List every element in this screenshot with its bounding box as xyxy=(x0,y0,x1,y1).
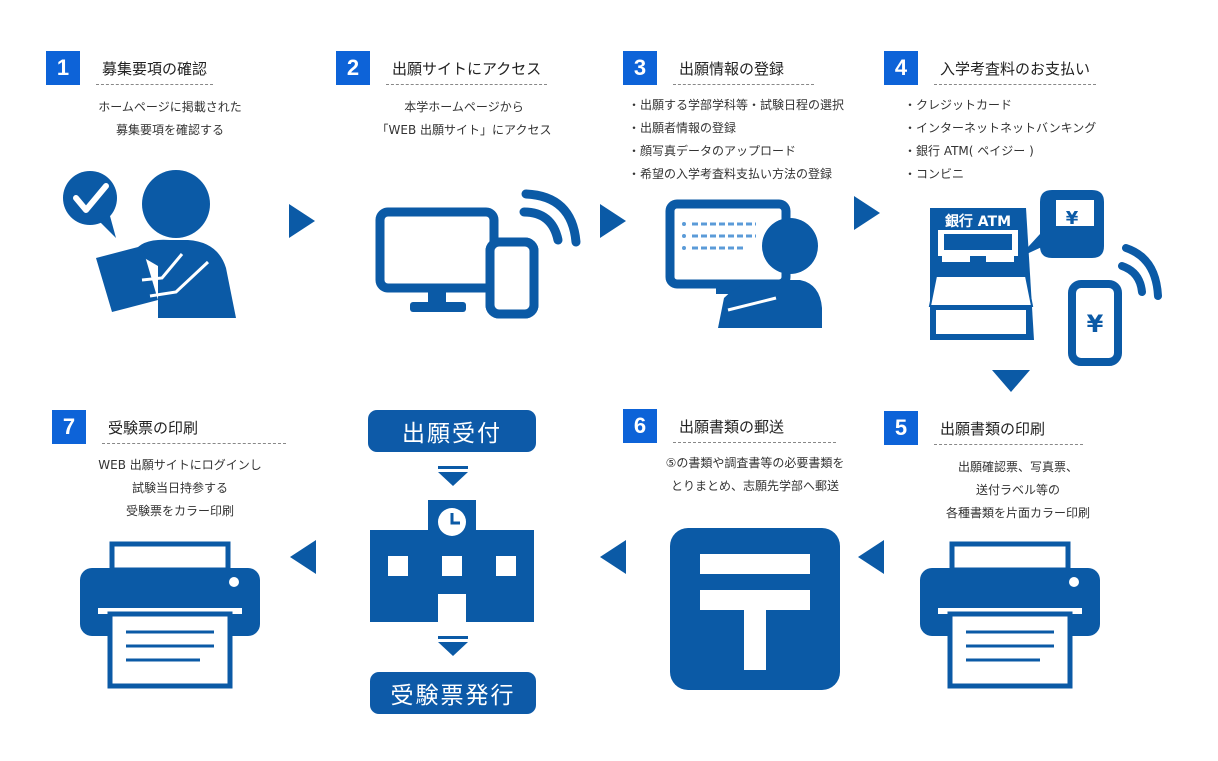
description-line: ホームページに掲載された xyxy=(98,100,242,114)
arrow-left-icon xyxy=(600,540,626,574)
description-line: ・クレジットカード xyxy=(904,98,1013,112)
arrow-left-icon xyxy=(290,540,316,574)
description-line: ・コンビニ xyxy=(904,167,965,181)
arrow-down-icon xyxy=(438,466,468,486)
exam-ticket-issued-label: 受験票発行 xyxy=(370,672,536,714)
step-number-badge: 4 xyxy=(884,51,918,85)
description-line: 各種書類を片面カラー印刷 xyxy=(945,506,1090,520)
step-4-description: ・クレジットカード ・インターネットネットバンキング ・銀行 ATM( ペイジー… xyxy=(904,94,1096,186)
description-line: 「WEB 出願サイト」にアクセス xyxy=(376,123,552,137)
check-icon xyxy=(73,183,109,213)
arrow-right-icon xyxy=(854,196,880,230)
description-line: 受験票をカラー印刷 xyxy=(125,504,234,518)
description-line: 本学ホームページから xyxy=(404,100,524,114)
svg-text:¥: ¥ xyxy=(1066,208,1079,229)
step-title: 入学考査料のお支払い xyxy=(934,58,1097,85)
svg-text:¥: ¥ xyxy=(1087,310,1104,338)
step-number-badge: 5 xyxy=(884,411,918,445)
printer-icon xyxy=(80,541,260,689)
atm-icon: 銀行 ATM ¥ ¥ xyxy=(928,190,1162,366)
step-number-badge: 2 xyxy=(336,51,370,85)
post-office-icon xyxy=(670,528,840,690)
description-line: 送付ラベル等の xyxy=(975,483,1060,497)
description-line: ・銀行 ATM( ペイジー ) xyxy=(904,144,1034,158)
step-2-description: 本学ホームページから 「WEB 出願サイト」にアクセス xyxy=(364,96,564,142)
description-line: ⑤の書類や調査書等の必要書類を xyxy=(665,456,845,470)
description-line: ・顔写真データのアップロード xyxy=(628,144,797,158)
description-line: ・インターネットネットバンキング xyxy=(904,121,1097,135)
step-title: 出願書類の印刷 xyxy=(934,418,1084,445)
description-line: ・出願する学部学科等・試験日程の選択 xyxy=(628,98,845,112)
monitor-icon xyxy=(375,207,499,293)
step-2-header: 2 出願サイトにアクセス xyxy=(336,51,548,85)
step-number-badge: 7 xyxy=(52,410,86,444)
printer-icon xyxy=(920,541,1100,689)
step-6-description: ⑤の書類や調査書等の必要書類を とりまとめ、志願先学部へ郵送 xyxy=(640,452,870,498)
school-building-icon xyxy=(370,500,534,622)
arrow-down-icon xyxy=(438,636,468,656)
step-5-description: 出願確認票、写真票、 送付ラベル等の 各種書類を片面カラー印刷 xyxy=(908,456,1128,525)
description-line: ・希望の入学考査料支払い方法の登録 xyxy=(628,167,833,181)
arrow-left-icon xyxy=(858,540,884,574)
yen-phone-icon xyxy=(1068,280,1122,366)
arrow-right-icon xyxy=(289,204,315,238)
step-3-header: 3 出願情報の登録 xyxy=(623,51,815,85)
description-line: 出願確認票、写真票、 xyxy=(957,460,1078,474)
step-3-description: ・出願する学部学科等・試験日程の選択 ・出願者情報の登録 ・顔写真データのアップ… xyxy=(628,94,844,186)
description-line: 試験当日持参する xyxy=(131,481,228,495)
step-6-header: 6 出願書類の郵送 xyxy=(623,409,837,443)
step-1-description: ホームページに掲載された 募集要項を確認する xyxy=(70,96,270,142)
step-number-badge: 3 xyxy=(623,51,657,85)
description-line: 募集要項を確認する xyxy=(115,123,224,137)
step-7-description: WEB 出願サイトにログインし 試験当日持参する 受験票をカラー印刷 xyxy=(70,454,290,523)
computer-user-icon xyxy=(665,199,822,328)
step-title: 出願書類の郵送 xyxy=(673,416,837,443)
step-title: 出願情報の登録 xyxy=(673,58,815,85)
step-number-badge: 6 xyxy=(623,409,657,443)
step-number-badge: 1 xyxy=(46,51,80,85)
monitor-smartphone-icon xyxy=(375,189,581,319)
step-7-header: 7 受験票の印刷 xyxy=(52,410,287,444)
step-title: 受験票の印刷 xyxy=(102,417,287,444)
application-received-label: 出願受付 xyxy=(368,410,536,452)
description-line: とりまとめ、志願先学部へ郵送 xyxy=(670,479,839,493)
step-title: 募集要項の確認 xyxy=(96,58,214,85)
step-1-header: 1 募集要項の確認 xyxy=(46,51,214,85)
step-4-header: 4 入学考査料のお支払い xyxy=(884,51,1097,85)
description-line: WEB 出願サイトにログインし xyxy=(98,458,262,472)
step-5-header: 5 出願書類の印刷 xyxy=(884,411,1084,445)
step-title: 出願サイトにアクセス xyxy=(386,58,548,85)
description-line: ・出願者情報の登録 xyxy=(628,121,737,135)
person-with-tablet-icon xyxy=(63,170,236,318)
atm-label: 銀行 ATM xyxy=(945,213,1011,230)
arrow-down-icon xyxy=(992,370,1030,392)
arrow-right-icon xyxy=(600,204,626,238)
wifi-icon xyxy=(521,189,581,247)
